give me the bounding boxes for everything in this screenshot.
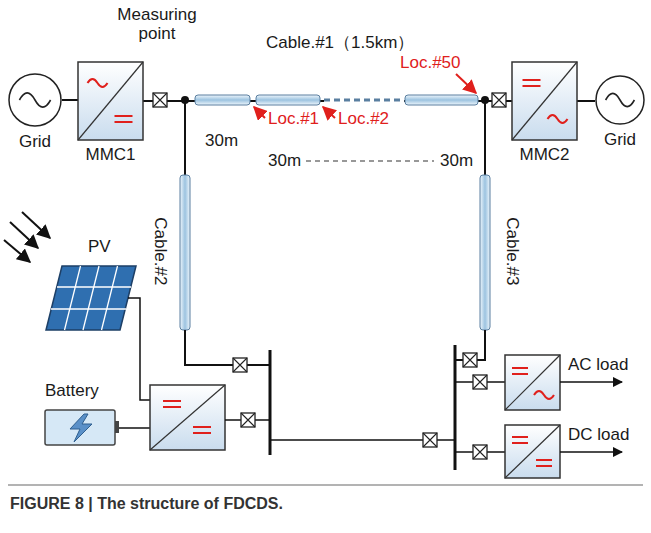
measuring-point-label: Measuring point — [112, 6, 202, 43]
power-line — [577, 100, 595, 102]
grid-source: Grid — [8, 73, 62, 127]
power-line — [62, 99, 78, 101]
length-label: 30m — [440, 152, 473, 171]
pv-label: PV — [88, 238, 111, 257]
grid-symbol — [595, 75, 645, 125]
grid-source: Grid — [595, 75, 645, 125]
location-label: Loc.#50 — [400, 54, 461, 73]
node-label: MMC1 — [85, 146, 135, 165]
location-label: Loc.#2 — [338, 110, 389, 129]
load-label: DC load — [568, 426, 629, 445]
grid-symbol — [8, 73, 62, 127]
cable-label: Cable.#2 — [151, 216, 170, 286]
converter-symbol — [512, 62, 577, 140]
length-label: 30m — [268, 152, 301, 171]
converter-symbol — [78, 62, 143, 140]
node-label: MMC2 — [519, 146, 569, 165]
converter-box: MMC2 — [512, 62, 577, 140]
length-label: 30m — [205, 132, 238, 151]
cable-label: Cable.#1（1.5km） — [266, 34, 414, 53]
load-label: AC load — [568, 356, 628, 375]
converter-box: MMC1 — [78, 62, 143, 140]
node-label: Grid — [604, 131, 636, 150]
battery-label: Battery — [45, 382, 99, 401]
figure-caption: FIGURE 8 | The structure of FDCDS. — [10, 495, 283, 513]
cable-label: Cable.#3 — [503, 216, 522, 286]
location-label: Loc.#1 — [268, 110, 319, 129]
node-label: Grid — [19, 133, 51, 152]
